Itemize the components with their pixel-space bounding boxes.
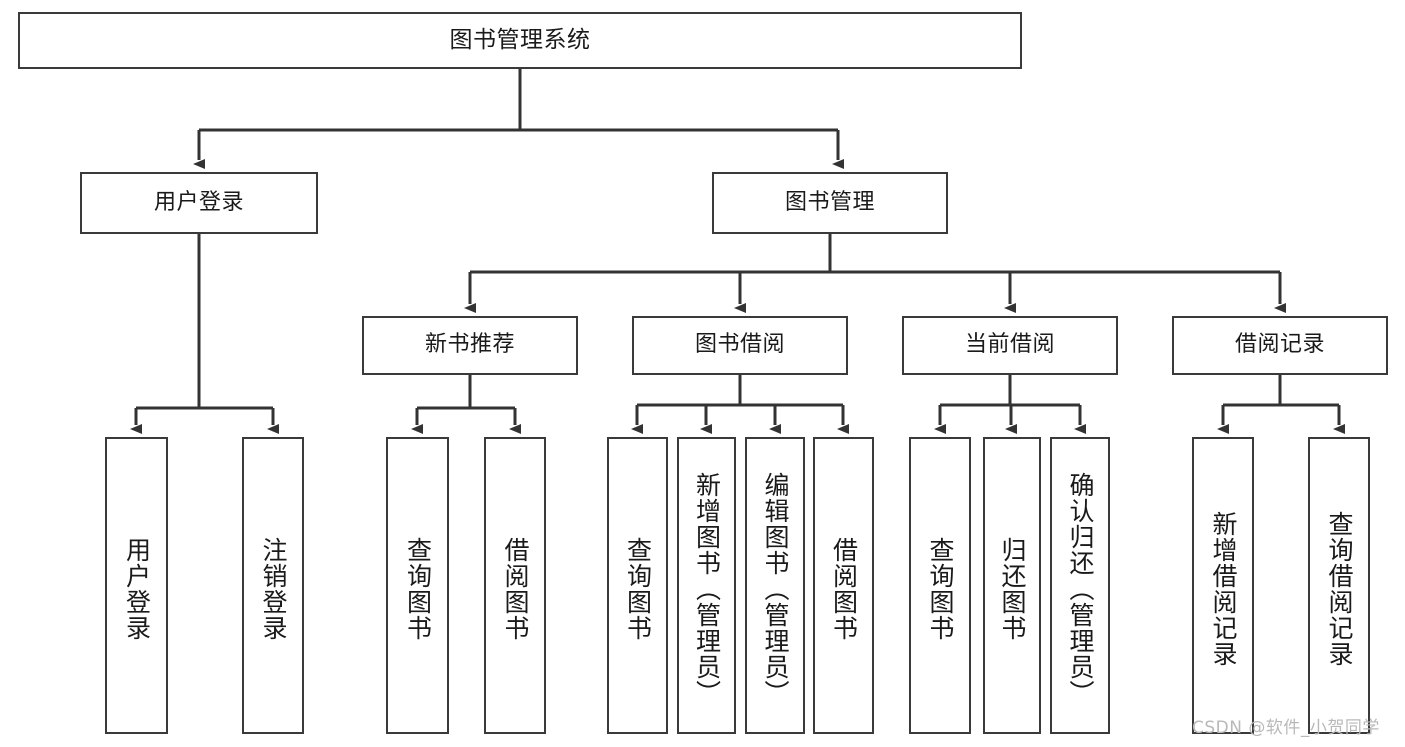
node-book-borrow-label: 图书借阅: [694, 332, 785, 358]
node-borrow-records[interactable]: 借阅记录: [1172, 316, 1388, 375]
leaf-user-login-label: 用户登录: [122, 536, 152, 641]
leaf-logout-label: 注销登录: [259, 536, 288, 641]
node-new-book-recommend-label: 新书推荐: [424, 332, 515, 358]
leaf-borrow-books-recommend[interactable]: 借阅图书: [484, 437, 546, 734]
watermark-text: CSDN @软件_小贺同学: [1192, 718, 1380, 738]
node-current-borrow[interactable]: 当前借阅: [902, 316, 1118, 375]
leaf-confirm-return-admin-label: 确认归还（管理员）: [1066, 471, 1095, 706]
leaf-return-books-label: 归还图书: [998, 536, 1027, 641]
node-user-login-label: 用户登录: [153, 189, 244, 215]
leaf-add-borrow-record[interactable]: 新增借阅记录: [1192, 437, 1254, 734]
node-book-borrow[interactable]: 图书借阅: [632, 316, 848, 375]
leaf-confirm-return-admin[interactable]: 确认归还（管理员）: [1050, 437, 1110, 734]
leaf-add-book-admin-label: 新增图书（管理员）: [692, 471, 722, 706]
leaf-query-books-current[interactable]: 查询图书: [909, 437, 971, 734]
node-current-borrow-label: 当前借阅: [964, 332, 1055, 358]
node-book-management[interactable]: 图书管理: [712, 172, 948, 234]
leaf-query-books-current-label: 查询图书: [926, 536, 955, 641]
leaf-query-borrow-record[interactable]: 查询借阅记录: [1308, 437, 1370, 734]
node-root[interactable]: 图书管理系统: [18, 12, 1022, 69]
leaf-edit-book-admin[interactable]: 编辑图书（管理员）: [745, 437, 805, 734]
node-new-book-recommend[interactable]: 新书推荐: [362, 316, 578, 375]
leaf-borrow-books[interactable]: 借阅图书: [813, 437, 874, 734]
leaf-user-login[interactable]: 用户登录: [105, 437, 168, 734]
node-user-login[interactable]: 用户登录: [80, 172, 318, 234]
leaf-add-borrow-record-label: 新增借阅记录: [1209, 510, 1238, 667]
leaf-query-borrow-record-label: 查询借阅记录: [1325, 510, 1354, 667]
leaf-query-books-recommend-label: 查询图书: [403, 536, 433, 641]
leaf-query-books-borrow[interactable]: 查询图书: [607, 437, 668, 734]
leaf-edit-book-admin-label: 编辑图书（管理员）: [761, 471, 790, 706]
leaf-query-books-borrow-label: 查询图书: [623, 536, 653, 641]
leaf-borrow-books-label: 借阅图书: [829, 536, 859, 641]
node-book-management-label: 图书管理: [784, 189, 875, 215]
node-root-label: 图书管理系统: [449, 26, 591, 53]
leaf-logout[interactable]: 注销登录: [242, 437, 304, 734]
leaf-add-book-admin[interactable]: 新增图书（管理员）: [677, 437, 736, 734]
node-borrow-records-label: 借阅记录: [1234, 332, 1325, 358]
leaf-return-books[interactable]: 归还图书: [983, 437, 1041, 734]
leaf-query-books-recommend[interactable]: 查询图书: [386, 437, 449, 734]
leaf-borrow-books-recommend-label: 借阅图书: [501, 536, 530, 641]
